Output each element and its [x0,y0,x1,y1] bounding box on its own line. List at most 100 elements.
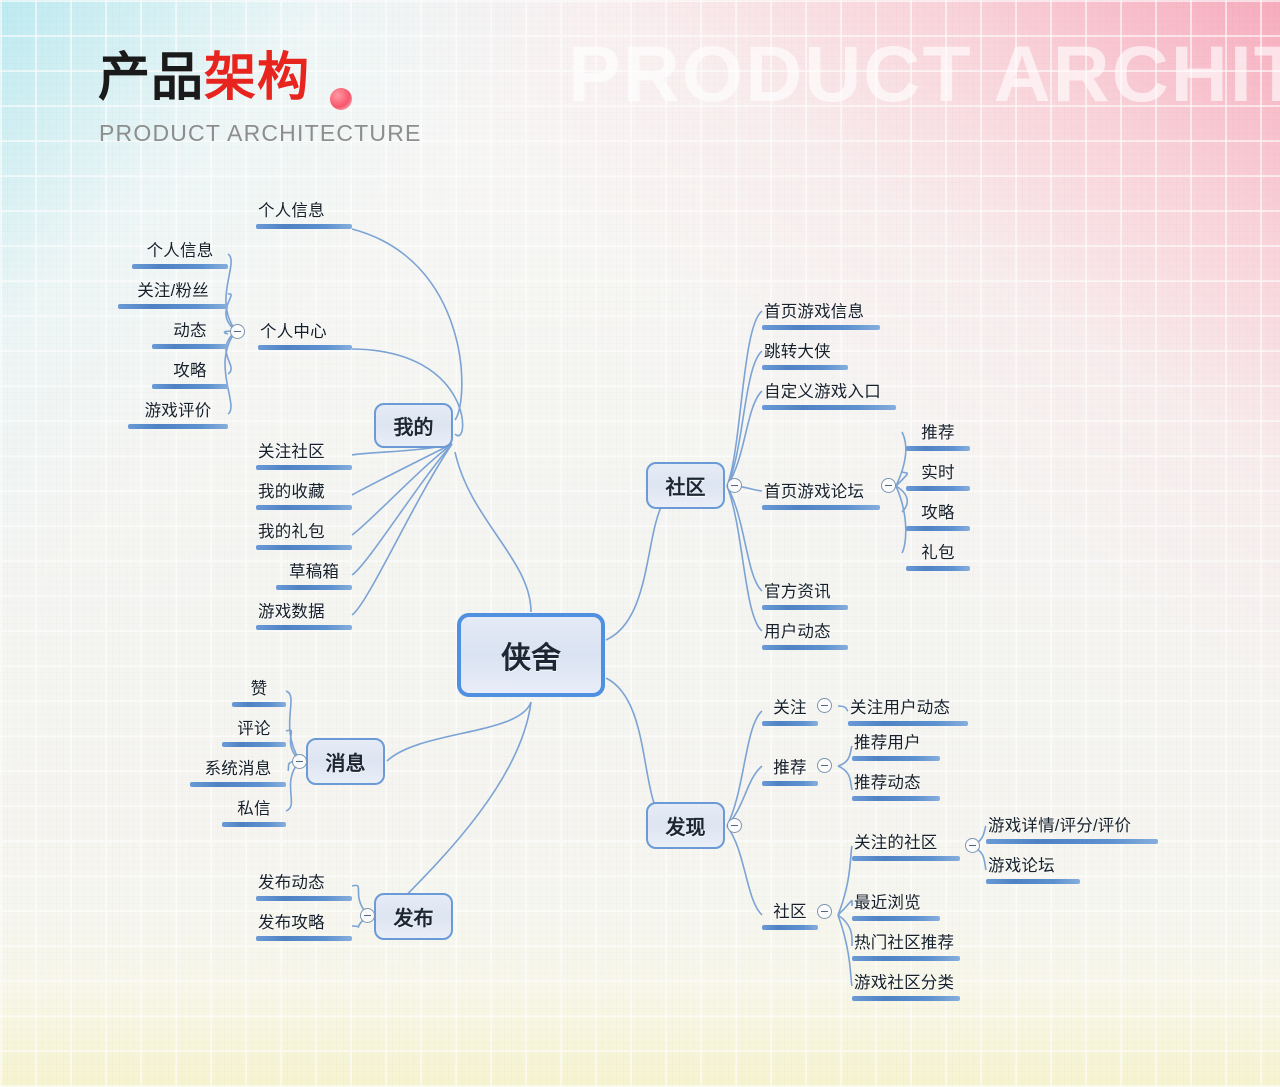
leaf-comm-0-label: 首页游戏信息 [764,303,865,321]
leaf-fc-child-1-label: 游戏论坛 [988,857,1055,875]
leaf-comm-5-label: 用户动态 [764,623,831,641]
page-title-dark: 产品 [98,49,205,107]
leaf-mine-other-2-label: 我的礼包 [258,523,325,541]
leaf-underline [986,879,1080,884]
leaf-personal-info-top-label: 个人信息 [258,202,325,220]
watermark-text: PRODUCT ARCHIT [568,29,1280,118]
leaf-underline [762,605,848,610]
leaf-mine-other-0-label: 关注社区 [258,443,325,461]
leaf-msg-1[interactable]: 评论 [222,715,286,747]
branch-node-mine[interactable]: 我的 [374,403,453,448]
toggle-followed-community[interactable] [965,838,980,853]
leaf-dc-child-3[interactable]: 游戏社区分类 [852,969,960,1001]
leaf-underline [762,925,818,930]
leaf-fc-child-0-label: 游戏详情/评分/评价 [988,817,1132,835]
leaf-discover-follow[interactable]: 关注 [762,694,818,726]
leaf-recommend-child-0-label: 推荐用户 [854,734,921,752]
toggle-publish[interactable] [360,908,375,923]
leaf-msg-2-label: 系统消息 [204,760,272,778]
branch-node-mine-label: 我的 [393,417,434,439]
leaf-underline [276,585,352,590]
leaf-recommend-child-0[interactable]: 推荐用户 [852,729,940,761]
leaf-pc-child-1-label: 关注/粉丝 [137,282,209,300]
leaf-dc-child-0-label: 关注的社区 [854,834,938,852]
leaf-comm-1[interactable]: 跳转大侠 [762,338,848,370]
leaf-discover-community-label: 社区 [773,903,807,921]
leaf-underline [256,625,352,630]
leaf-underline [132,264,228,269]
leaf-personal-center[interactable]: 个人中心 [258,318,352,350]
leaf-pc-child-2[interactable]: 动态 [152,317,228,349]
leaf-mine-other-1[interactable]: 我的收藏 [256,478,352,510]
leaf-underline [222,822,286,827]
toggle-home-game-forum[interactable] [881,478,896,493]
leaf-discover-recommend[interactable]: 推荐 [762,754,818,786]
leaf-underline [232,702,286,707]
leaf-dc-child-2-label: 热门社区推荐 [854,934,955,952]
leaf-publish-0-label: 发布动态 [258,874,325,892]
leaf-comm-2[interactable]: 自定义游戏入口 [762,378,896,410]
leaf-underline [852,956,960,961]
leaf-msg-2[interactable]: 系统消息 [190,755,286,787]
title-dot-icon [330,88,352,110]
leaf-publish-1[interactable]: 发布攻略 [256,909,352,941]
branch-node-community[interactable]: 社区 [646,462,725,509]
leaf-forum-0-label: 推荐 [921,424,955,442]
branch-node-discover-label: 发现 [665,817,706,839]
leaf-forum-0[interactable]: 推荐 [906,419,970,451]
toggle-recommend[interactable] [817,758,832,773]
branch-node-discover[interactable]: 发现 [646,802,725,849]
leaf-forum-1-label: 实时 [921,464,955,482]
leaf-pc-child-0[interactable]: 个人信息 [132,237,228,269]
leaf-forum-3[interactable]: 礼包 [906,539,970,571]
leaf-forum-2[interactable]: 攻略 [906,499,970,531]
leaf-forum-2-label: 攻略 [921,504,955,522]
leaf-pc-child-4-label: 游戏评价 [144,402,212,420]
leaf-underline [256,545,352,550]
leaf-pc-child-1[interactable]: 关注/粉丝 [118,277,228,309]
leaf-underline [762,365,848,370]
leaf-discover-follow-label: 关注 [773,699,807,717]
leaf-comm-3[interactable]: 首页游戏论坛 [762,478,880,510]
root-node-xiashe[interactable]: 侠舍 [457,613,605,697]
leaf-underline [762,721,818,726]
leaf-recommend-child-1-label: 推荐动态 [854,774,921,792]
toggle-discover-community[interactable] [817,904,832,919]
leaf-underline [906,566,970,571]
leaf-mine-other-2[interactable]: 我的礼包 [256,518,352,550]
leaf-mine-other-4[interactable]: 游戏数据 [256,598,352,630]
branch-node-messages[interactable]: 消息 [306,738,385,785]
leaf-discover-community[interactable]: 社区 [762,898,818,930]
leaf-mine-other-3[interactable]: 草稿箱 [276,558,352,590]
toggle-discover[interactable] [727,818,742,833]
toggle-community[interactable] [727,478,742,493]
toggle-messages[interactable] [292,754,307,769]
leaf-recommend-child-1[interactable]: 推荐动态 [852,769,940,801]
toggle-follow[interactable] [817,698,832,713]
leaf-underline [762,781,818,786]
leaf-personal-info-top[interactable]: 个人信息 [256,197,352,229]
leaf-fc-child-0[interactable]: 游戏详情/评分/评价 [986,812,1158,844]
leaf-comm-5[interactable]: 用户动态 [762,618,848,650]
leaf-fc-child-1[interactable]: 游戏论坛 [986,852,1080,884]
toggle-personal-center[interactable] [230,324,245,339]
leaf-forum-1[interactable]: 实时 [906,459,970,491]
leaf-dc-child-1[interactable]: 最近浏览 [852,889,940,921]
leaf-follow-child-0[interactable]: 关注用户动态 [848,694,968,726]
leaf-msg-0[interactable]: 赞 [232,675,286,707]
leaf-msg-3[interactable]: 私信 [222,795,286,827]
leaf-comm-4[interactable]: 官方资讯 [762,578,848,610]
leaf-pc-child-3[interactable]: 攻略 [152,357,228,389]
leaf-comm-0[interactable]: 首页游戏信息 [762,298,880,330]
branch-node-publish[interactable]: 发布 [374,893,453,940]
root-node-label: 侠舍 [501,642,561,675]
leaf-mine-other-0[interactable]: 关注社区 [256,438,352,470]
leaf-underline [986,839,1158,844]
leaf-underline [762,645,848,650]
leaf-dc-child-0[interactable]: 关注的社区 [852,829,960,861]
leaf-publish-0[interactable]: 发布动态 [256,869,352,901]
leaf-pc-child-4[interactable]: 游戏评价 [128,397,228,429]
leaf-dc-child-2[interactable]: 热门社区推荐 [852,929,960,961]
